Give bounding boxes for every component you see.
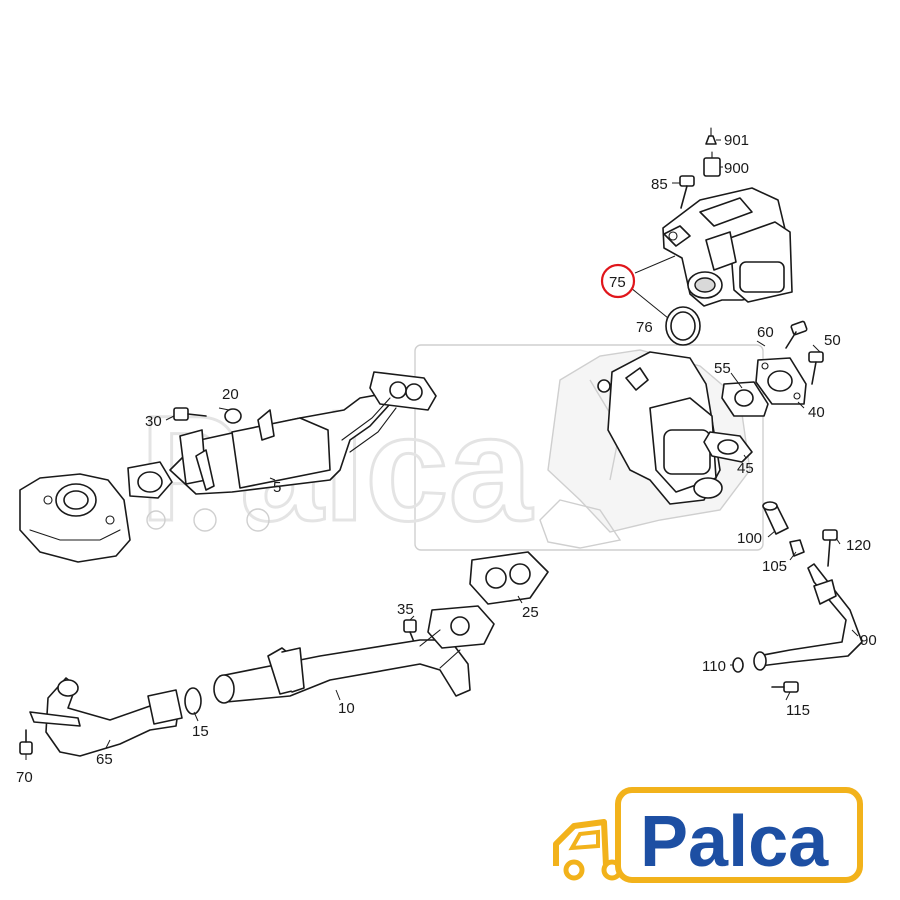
logo-frame — [615, 787, 863, 883]
label-900: 900 — [724, 160, 749, 177]
label-901: 901 — [724, 132, 749, 149]
label-75: 75 — [609, 274, 626, 291]
part-40-flange — [755, 357, 807, 405]
label-20: 20 — [222, 386, 239, 403]
label-25: 25 — [522, 604, 539, 621]
part-10-pipe — [213, 605, 495, 704]
label-65: 65 — [96, 751, 113, 768]
part-65-pipe — [29, 677, 183, 757]
label-60: 60 — [757, 324, 774, 341]
part-55-gasket — [721, 381, 769, 417]
car-icon — [553, 819, 623, 881]
label-30: 30 — [145, 413, 162, 430]
part-35-bolt — [403, 619, 417, 643]
part-30-bolt — [173, 407, 207, 421]
part-900-connector — [703, 151, 721, 177]
label-50: 50 — [824, 332, 841, 349]
label-55: 55 — [714, 360, 731, 377]
part-90-pipe — [757, 563, 863, 667]
part-60-bolt — [785, 320, 808, 349]
watermark-car-icon — [146, 508, 270, 532]
label-35: 35 — [397, 601, 414, 618]
part-50-bolt — [808, 351, 824, 385]
egr-valve-installed — [597, 351, 723, 505]
label-85: 85 — [651, 176, 668, 193]
part-5-egr-cooler — [127, 371, 437, 499]
label-120: 120 — [846, 537, 871, 554]
part-120-bolt — [822, 529, 838, 567]
part-70-bolt — [19, 729, 33, 755]
palca-logo: Palca — [553, 787, 863, 883]
label-110: 110 — [702, 658, 726, 675]
label-100: 100 — [737, 530, 762, 547]
egr-valve-assembly — [662, 187, 793, 307]
label-90: 90 — [860, 632, 877, 649]
label-15: 15 — [192, 723, 209, 740]
exhaust-manifold-left — [19, 473, 131, 563]
part-105-clip — [789, 539, 805, 557]
label-76: 76 — [636, 319, 653, 336]
part-100-sleeve — [762, 501, 789, 535]
part-25-gasket — [469, 551, 549, 605]
part-76-gasket — [665, 306, 701, 346]
part-45-gasket — [703, 431, 753, 463]
label-10: 10 — [338, 700, 355, 717]
label-40: 40 — [808, 404, 825, 421]
part-90-pipe-end-fitting — [753, 651, 767, 671]
part-901-pin — [705, 127, 717, 145]
leader-lines — [25, 139, 859, 760]
part-110-washer — [732, 657, 744, 673]
label-5: 5 — [273, 479, 281, 496]
highlight-circle-75 — [600, 263, 636, 299]
label-115: 115 — [786, 702, 810, 719]
label-105: 105 — [762, 558, 787, 575]
label-45: 45 — [737, 460, 754, 477]
logo-text: Palca — [640, 802, 829, 882]
part-85-bolt — [679, 175, 695, 209]
label-70: 70 — [16, 769, 33, 786]
part-number-labels: 901 900 85 75 76 60 50 55 40 45 20 30 5 … — [16, 132, 877, 786]
part-20-oring — [224, 408, 242, 424]
part-15-oring — [184, 687, 202, 715]
part-115-bolt — [771, 681, 799, 693]
